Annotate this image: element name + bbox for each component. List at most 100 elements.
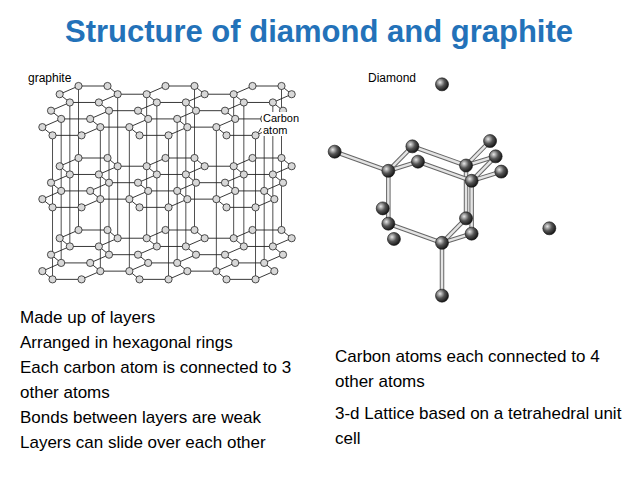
carbon-atom xyxy=(162,154,169,161)
carbon-atom xyxy=(279,179,286,186)
layer-bond xyxy=(118,166,147,167)
carbon-atom xyxy=(56,163,63,170)
carbon-atom xyxy=(134,251,141,258)
carbon-atom xyxy=(143,235,150,242)
carbon-atom xyxy=(114,235,121,242)
layer-bond xyxy=(61,118,90,119)
statement-text: Each carbon atom is connected to 3 other… xyxy=(20,355,312,405)
interlayer-line xyxy=(233,94,234,166)
interlayer-line xyxy=(243,102,244,174)
bond xyxy=(465,166,468,219)
carbon-atom xyxy=(136,276,143,283)
carbon-atom xyxy=(145,187,152,194)
carbon-atom xyxy=(134,107,141,114)
interlayer-line xyxy=(194,158,195,230)
carbon-atom xyxy=(105,179,112,186)
carbon-atom xyxy=(143,163,150,170)
carbon-atom xyxy=(213,124,220,131)
carbon-atom xyxy=(78,276,85,283)
carbon-atom xyxy=(182,243,189,250)
carbon-atom xyxy=(153,171,160,178)
bond-outline xyxy=(469,181,474,234)
interlayer-line xyxy=(281,158,282,230)
layer-bond xyxy=(148,190,177,191)
carbon-atom xyxy=(66,99,73,106)
carbon-atom xyxy=(184,124,191,131)
layer-bond xyxy=(140,279,169,280)
interlayer-line xyxy=(69,174,70,246)
carbon-atom xyxy=(39,196,46,203)
interlayer-line xyxy=(177,191,178,263)
carbon-atom xyxy=(104,154,111,161)
carbon-atom xyxy=(39,124,46,131)
layer-bond xyxy=(253,86,282,87)
carbon-atom xyxy=(278,154,285,161)
carbon-atom xyxy=(47,251,54,258)
carbon-atom xyxy=(58,115,65,122)
carbon-atom xyxy=(192,179,199,186)
carbon-atom xyxy=(126,124,133,131)
interlayer-line xyxy=(69,102,70,174)
layer-bond xyxy=(227,207,256,208)
layer-bond xyxy=(118,238,147,239)
bond xyxy=(387,171,390,224)
layer-bond xyxy=(205,238,234,239)
layer-bond xyxy=(109,254,138,255)
carbon-atom xyxy=(192,107,199,114)
statement-text: Arranged in hexagonal rings xyxy=(20,330,312,355)
carbon-atom xyxy=(58,259,65,266)
carbon-atom xyxy=(47,107,54,114)
interlayer-line xyxy=(216,127,217,199)
figure-label: graphite xyxy=(28,71,71,85)
interlayer-line xyxy=(177,119,178,191)
layer-bond xyxy=(235,118,264,119)
layer-bond xyxy=(227,135,256,136)
carbon-atom xyxy=(56,235,63,242)
carbon-atom xyxy=(126,268,133,275)
carbon-atom xyxy=(288,91,295,98)
interlayer-line xyxy=(272,174,273,246)
interlayer-line xyxy=(185,174,186,246)
layer-bond xyxy=(166,230,195,231)
carbon-atom xyxy=(191,154,198,161)
carbon-atom xyxy=(87,259,94,266)
layer-bond xyxy=(157,246,186,247)
interlayer-line xyxy=(78,158,79,230)
layer-bond xyxy=(253,230,282,231)
carbon-atom xyxy=(145,115,152,122)
layer-bond xyxy=(205,94,234,95)
carbon-atom xyxy=(75,226,82,233)
interlayer-line xyxy=(264,191,265,263)
carbon-atom xyxy=(230,163,237,170)
layer-bond xyxy=(227,279,256,280)
carbon-atom xyxy=(49,276,56,283)
carbon-atom xyxy=(465,227,478,240)
layer-bond xyxy=(79,86,108,87)
carbon-atom xyxy=(484,135,497,148)
interlayer-line xyxy=(146,166,147,238)
carbon-atom xyxy=(213,268,220,275)
layer-bond xyxy=(187,127,216,128)
carbon-atom xyxy=(201,163,208,170)
carbon-atom xyxy=(97,196,104,203)
carbon-atom xyxy=(201,235,208,242)
carbon-atom xyxy=(288,235,295,242)
carbon-atom xyxy=(162,226,169,233)
layer-bond xyxy=(100,199,129,200)
carbon-atom xyxy=(95,243,102,250)
layer-bond xyxy=(157,174,186,175)
carbon-atom xyxy=(328,145,341,158)
interlayer-line xyxy=(52,135,53,207)
statement-text: Bonds between layers are weak xyxy=(20,405,312,430)
carbon-atom xyxy=(87,115,94,122)
layer-bond xyxy=(235,190,264,191)
carbon-atom xyxy=(143,91,150,98)
layer-bond xyxy=(253,158,282,159)
carbon-atom xyxy=(126,196,133,203)
layer-bond xyxy=(109,182,138,183)
carbon-atom xyxy=(223,276,230,283)
bond-outline xyxy=(440,243,445,296)
layer-bond xyxy=(244,246,273,247)
carbon-atom xyxy=(411,155,424,168)
carbon-atom xyxy=(58,187,65,194)
